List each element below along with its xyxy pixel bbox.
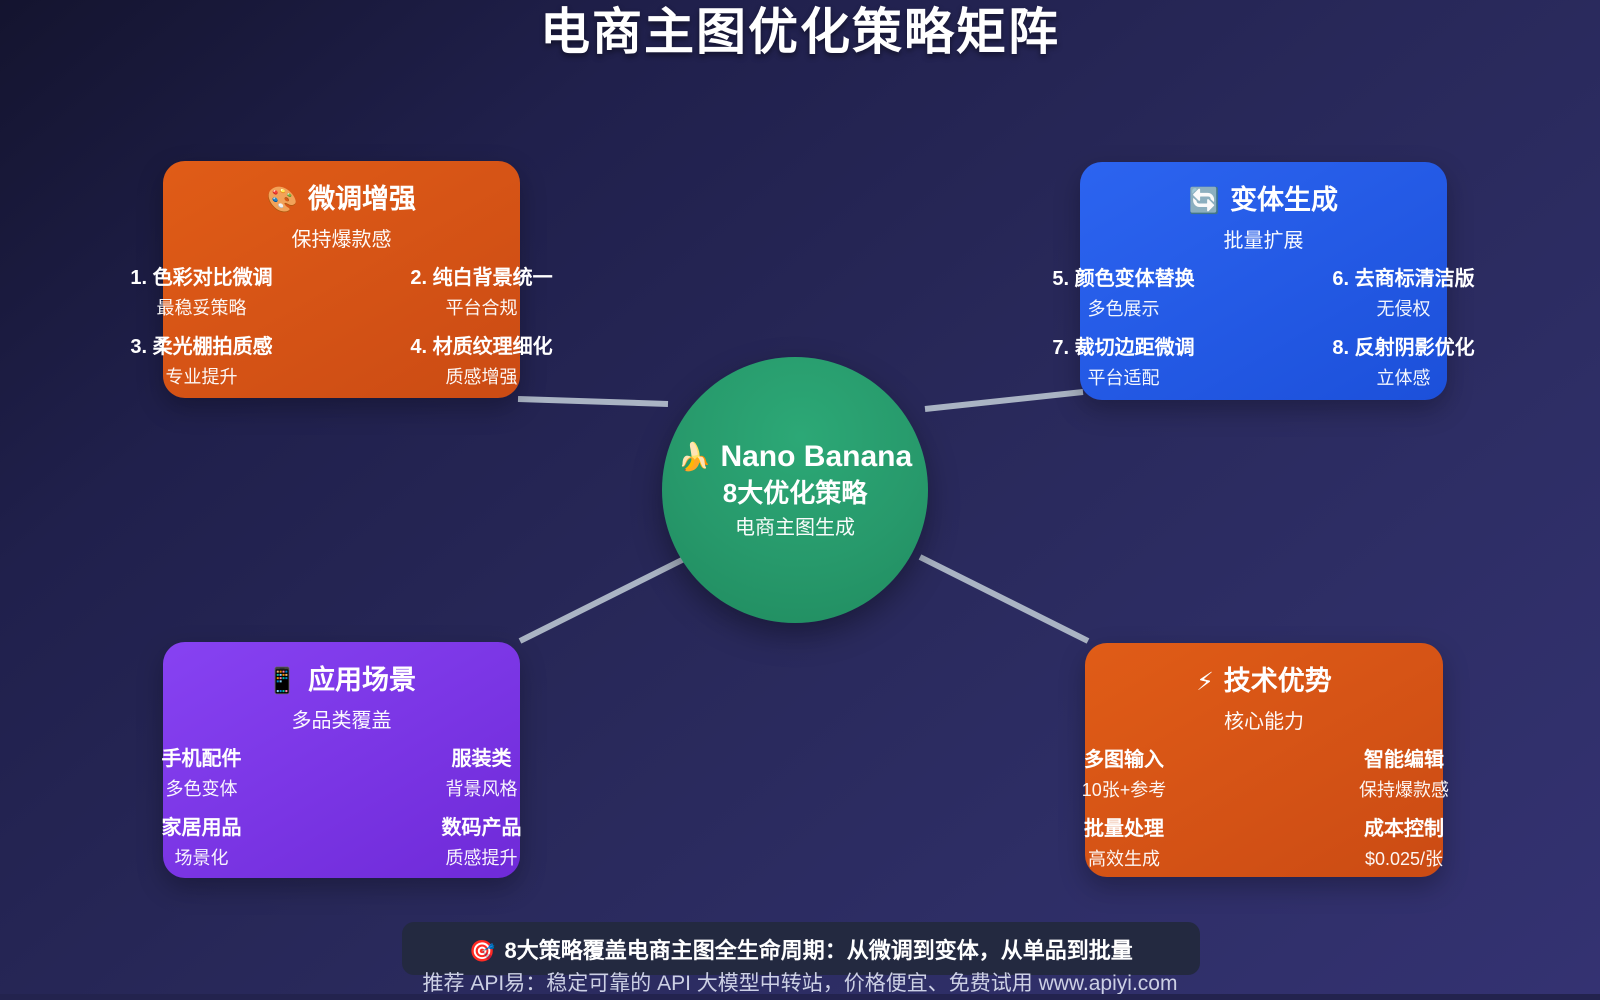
card-title-row: 📱 应用场景 xyxy=(163,664,520,697)
item-label: 1. 色彩对比微调 xyxy=(130,267,273,289)
strategy-item: 7. 裁切边距微调 平台适配 xyxy=(984,335,1264,390)
card-subtitle: 保持爆款感 xyxy=(291,229,392,251)
card-items-grid: 5. 颜色变体替换 多色展示 6. 去商标清洁版 无侵权 7. 裁切边距微调 平… xyxy=(984,266,1544,390)
target-icon: 🎯 xyxy=(469,939,496,963)
item-sub: 质感增强 xyxy=(445,367,518,387)
item-sub: 专业提升 xyxy=(165,367,238,387)
card-title-text: 微调增强 xyxy=(308,184,417,214)
item-label: 成本控制 xyxy=(1364,818,1444,840)
card-tech-advantages: ⚡ 技术优势 核心能力 多图输入 10张+参考 智能编辑 保持爆款感 批量处理 高… xyxy=(1082,643,1449,877)
footer-banner: 🎯 8大策略覆盖电商主图全生命周期：从微调到变体，从单品到批量 xyxy=(402,922,1200,975)
card-items-grid: 多图输入 10张+参考 智能编辑 保持爆款感 批量处理 高效生成 成本控制 $0… xyxy=(984,747,1544,871)
card-subtitle: 批量扩展 xyxy=(1223,230,1304,252)
item-sub: 平台合规 xyxy=(445,298,518,318)
advantage-item: 多图输入 10张+参考 xyxy=(984,747,1264,802)
item-label: 批量处理 xyxy=(1084,818,1164,840)
card-title-row: 🎨 微调增强 xyxy=(163,183,520,216)
card-title-row: ⚡ 技术优势 xyxy=(1085,665,1443,698)
item-sub: $0.025/张 xyxy=(1364,849,1444,869)
item-sub: 保持爆款感 xyxy=(1359,780,1449,800)
item-sub: 背景风格 xyxy=(445,779,518,799)
page-title: 电商主图优化策略矩阵 xyxy=(540,4,1060,60)
advantage-item: 智能编辑 保持爆款感 xyxy=(1264,747,1544,802)
connector-bottom-right xyxy=(918,554,1090,644)
center-title-row: 🍌 Nano Banana xyxy=(678,440,912,474)
center-caption: 电商主图生成 xyxy=(735,517,855,539)
item-label: 6. 去商标清洁版 xyxy=(1332,268,1475,290)
strategy-item: 1. 色彩对比微调 最稳妥策略 xyxy=(62,265,342,320)
footer-headline: 🎯 8大策略覆盖电商主图全生命周期：从微调到变体，从单品到批量 xyxy=(469,933,1132,965)
connector-top-right xyxy=(924,389,1084,412)
advantage-item: 成本控制 $0.025/张 xyxy=(1264,816,1544,871)
item-sub: 多色展示 xyxy=(1087,299,1160,319)
item-label: 8. 反射阴影优化 xyxy=(1332,337,1475,359)
scenario-item: 服装类 背景风格 xyxy=(342,746,622,801)
strategy-item: 2. 纯白背景统一 平台合规 xyxy=(342,265,622,320)
lightning-icon: ⚡ xyxy=(1196,668,1214,696)
center-subtitle: 8大优化策略 xyxy=(722,478,868,508)
bottom-strip xyxy=(0,994,1600,1000)
strategy-item: 4. 材质纹理细化 质感增强 xyxy=(342,334,622,389)
card-title-text: 技术优势 xyxy=(1223,666,1332,696)
item-sub: 质感提升 xyxy=(445,848,518,868)
item-sub: 10张+参考 xyxy=(1081,780,1167,800)
center-title-text: Nano Banana xyxy=(720,440,913,473)
strategy-item: 8. 反射阴影优化 立体感 xyxy=(1264,335,1544,390)
strategy-item: 6. 去商标清洁版 无侵权 xyxy=(1264,266,1544,321)
item-sub: 平台适配 xyxy=(1087,368,1160,388)
mobile-phone-icon: 📱 xyxy=(266,667,299,695)
item-sub: 无侵权 xyxy=(1376,299,1431,319)
connector-top-left xyxy=(517,396,669,407)
card-items-grid: 1. 色彩对比微调 最稳妥策略 2. 纯白背景统一 平台合规 3. 柔光棚拍质感… xyxy=(62,265,622,389)
footer-note: 推荐 API易：稳定可靠的 API 大模型中转站，价格便宜、免费试用 www.a… xyxy=(422,972,1178,995)
card-variant-generation: 🔄变体生成 批量扩展 5. 颜色变体替换 多色展示 6. 去商标清洁版 无侵权 … xyxy=(1052,162,1475,400)
refresh-arrows-icon: 🔄 xyxy=(1188,187,1221,215)
scenario-item: 手机配件 多色变体 xyxy=(62,746,342,801)
card-application-scenarios: 📱应用场景 多品类覆盖 手机配件 多色变体 服装类 背景风格 家居用品 场景化 … xyxy=(162,642,522,878)
footer-headline-text: 8大策略覆盖电商主图全生命周期：从微调到变体，从单品到批量 xyxy=(504,937,1133,963)
advantage-item: 批量处理 高效生成 xyxy=(984,816,1264,871)
item-sub: 场景化 xyxy=(174,848,229,868)
card-title-text: 应用场景 xyxy=(308,665,417,695)
strategy-item: 5. 颜色变体替换 多色展示 xyxy=(984,266,1264,321)
card-items-grid: 手机配件 多色变体 服装类 背景风格 家居用品 场景化 数码产品 质感提升 xyxy=(62,746,622,870)
item-label: 数码产品 xyxy=(441,817,522,839)
scenario-item: 数码产品 质感提升 xyxy=(342,815,622,870)
item-label: 2. 纯白背景统一 xyxy=(410,267,553,289)
item-label: 4. 材质纹理细化 xyxy=(410,336,553,358)
connector-bottom-left xyxy=(518,553,692,644)
item-label: 3. 柔光棚拍质感 xyxy=(130,336,273,358)
palette-icon: 🎨 xyxy=(266,186,299,214)
card-title-row: 🔄 变体生成 xyxy=(1080,184,1447,217)
banana-icon: 🍌 xyxy=(677,442,712,472)
item-label: 手机配件 xyxy=(161,748,242,770)
item-label: 家居用品 xyxy=(161,817,242,839)
card-fine-tune: 🎨 微调增强 保持爆款感 1. 色彩对比微调 最稳妥策略 2. 纯白背景统一 平台… xyxy=(130,161,553,398)
item-label: 多图输入 xyxy=(1084,749,1164,771)
item-sub: 最稳妥策略 xyxy=(156,298,247,318)
card-subtitle: 核心能力 xyxy=(1224,711,1304,733)
item-sub: 高效生成 xyxy=(1088,849,1160,869)
scenario-item: 家居用品 场景化 xyxy=(62,815,342,870)
card-subtitle: 多品类覆盖 xyxy=(291,710,392,732)
item-sub: 立体感 xyxy=(1376,368,1431,388)
item-label: 5. 颜色变体替换 xyxy=(1052,268,1195,290)
item-label: 服装类 xyxy=(451,748,512,770)
item-sub: 多色变体 xyxy=(165,779,238,799)
item-label: 7. 裁切边距微调 xyxy=(1052,337,1195,359)
strategy-item: 3. 柔光棚拍质感 专业提升 xyxy=(62,334,342,389)
card-title-text: 变体生成 xyxy=(1230,185,1339,215)
center-node: 🍌 Nano Banana 8大优化策略 电商主图生成 xyxy=(662,357,928,623)
item-label: 智能编辑 xyxy=(1364,749,1444,771)
